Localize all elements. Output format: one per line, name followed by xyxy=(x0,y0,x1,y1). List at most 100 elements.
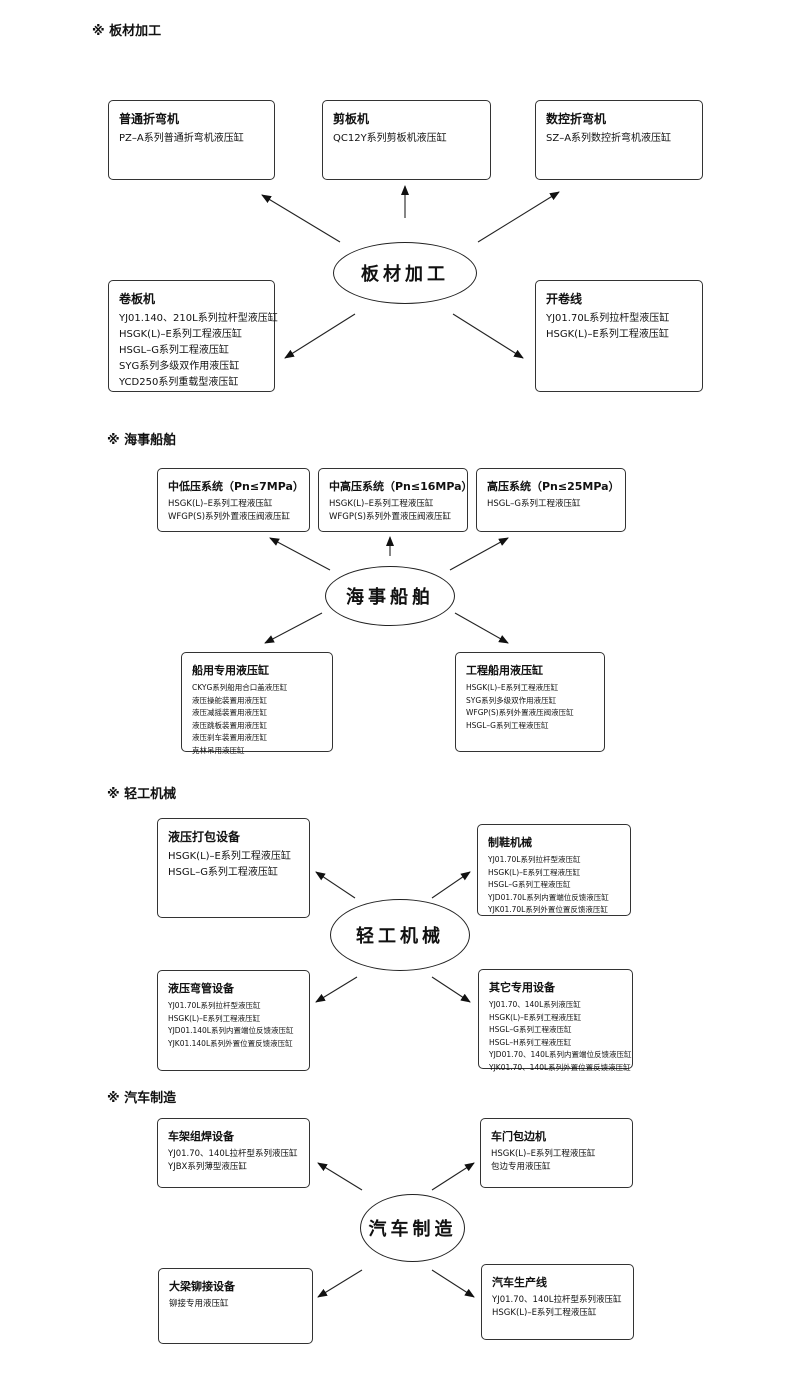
category-title: 剪板机 xyxy=(333,112,370,126)
connector-arrow xyxy=(317,1269,363,1298)
category-item: HSGK(L)–E系列工程液压缸 xyxy=(119,329,242,340)
category-box: 其它专用设备 YJ01.70、140L系列液压缸 HSGK(L)–E系列工程液压缸 H… xyxy=(478,969,633,1072)
category-title: 普通折弯机 xyxy=(119,112,180,126)
category-item: WFGP(S)系列外置液压阀液压缸 xyxy=(168,512,291,522)
section-title: ※ 板材加工 xyxy=(92,24,162,39)
category-box: 中低压系统（Pn≤7MPa） HSGK(L)–E系列工程液压缸 WFGP(S)系列外… xyxy=(157,468,310,532)
connector-arrow xyxy=(269,537,331,571)
category-item: SZ–A系列数控折弯机液压缸 xyxy=(546,133,672,144)
category-box: 开卷线 YJ01.70L系列拉杆型液压缸 HSGK(L)–E系列工程液压缸 xyxy=(535,280,703,392)
hub-ellipse: 海事船舶 xyxy=(325,566,455,626)
category-item: HSGK(L)–E系列工程液压缸 xyxy=(546,329,669,340)
category-item: YJD01.140L系列内置端位反馈液压缸 xyxy=(168,1026,294,1035)
connector-arrow xyxy=(284,313,356,359)
category-item: HSGL–H系列工程液压缸 xyxy=(489,1037,572,1047)
category-item: HSGK(L)–E系列工程液压缸 xyxy=(491,1149,596,1159)
connector-arrow xyxy=(317,1162,363,1191)
category-item: HSGL–G系列工程液压缸 xyxy=(466,720,549,730)
category-item: HSGK(L)–E系列工程液压缸 xyxy=(168,499,273,509)
category-item: 液压刹车装置用液压缸 xyxy=(192,733,267,742)
category-item: YJ01.70L系列拉杆型液压缸 xyxy=(546,313,670,324)
category-title: 中高压系统（Pn≤16MPa） xyxy=(329,480,473,493)
category-title: 其它专用设备 xyxy=(489,981,555,994)
category-item: CKYG系列船用合口盖液压缸 xyxy=(192,683,288,692)
connector-arrow xyxy=(315,871,356,899)
category-item: QC12Y系列剪板机液压缸 xyxy=(333,133,447,144)
category-item: 包边专用液压缸 xyxy=(491,1162,551,1172)
category-title: 制鞋机械 xyxy=(488,836,532,849)
category-item: YJBX系列薄型液压缸 xyxy=(168,1162,247,1172)
connector-arrow xyxy=(431,1162,475,1191)
category-item: YJK01.70、140L系列外置位置反馈液压缸 xyxy=(489,1062,631,1072)
category-item: YJD01.70L系列内置端位反馈液压缸 xyxy=(488,892,609,902)
section-title: ※ 汽车制造 xyxy=(107,1091,177,1106)
category-item: HSGK(L)–E系列工程液压缸 xyxy=(168,1013,261,1023)
category-box: 液压弯管设备 YJ01.70L系列拉杆型液压缸 HSGK(L)–E系列工程液压缸 YJ… xyxy=(157,970,310,1071)
category-title: 工程船用液压缸 xyxy=(466,664,543,677)
category-box: 普通折弯机 PZ–A系列普通折弯机液压缸 xyxy=(108,100,275,180)
category-title: 液压弯管设备 xyxy=(168,982,234,995)
category-item: YJ01.140、210L系列拉杆型液压缸 xyxy=(119,313,278,324)
category-box: 制鞋机械 YJ01.70L系列拉杆型液压缸 HSGK(L)–E系列工程液压缸 HSGL… xyxy=(477,824,631,916)
category-item: HSGK(L)–E系列工程液压缸 xyxy=(329,499,434,509)
category-title: 液压打包设备 xyxy=(168,830,241,844)
category-item: HSGK(L)–E系列工程液压缸 xyxy=(488,867,581,877)
category-box: 车门包边机 HSGK(L)–E系列工程液压缸包边专用液压缸 xyxy=(480,1118,633,1188)
category-item: HSGL–G系列工程液压缸 xyxy=(487,499,581,509)
category-item: YJ01.70L系列拉杆型液压缸 xyxy=(488,855,581,864)
section-title: ※ 轻工机械 xyxy=(107,787,177,802)
category-item: YJ01.70L系列拉杆型液压缸 xyxy=(168,1001,261,1010)
category-title: 汽车生产线 xyxy=(492,1276,547,1289)
category-item: HSGK(L)–E系列工程液压缸 xyxy=(168,851,291,862)
connector-arrow xyxy=(431,976,471,1003)
category-item: 液压跳板装置用液压缸 xyxy=(192,720,267,730)
category-box: 剪板机 QC12Y系列剪板机液压缸 xyxy=(322,100,491,180)
category-item: 液压减摇装置用液压缸 xyxy=(192,708,267,717)
category-title: 车门包边机 xyxy=(491,1130,546,1143)
category-item: 克林吊用液压缸 xyxy=(192,745,245,755)
category-item: SYG系列多级双作用液压缸 xyxy=(119,361,240,372)
connector-arrow xyxy=(477,191,560,243)
category-item: WFGP(S)系列外置液压阀液压缸 xyxy=(329,512,452,522)
category-item: HSGL–G系列工程液压缸 xyxy=(489,1025,572,1034)
category-title: 大梁铆接设备 xyxy=(169,1280,235,1293)
hub-ellipse: 板材加工 xyxy=(333,242,477,304)
category-item: 铆接专用液压缸 xyxy=(169,1299,229,1309)
category-item: YCD250系列重载型液压缸 xyxy=(119,377,239,388)
hub-ellipse: 汽车制造 xyxy=(360,1194,465,1262)
connector-arrow xyxy=(315,976,358,1003)
connector-arrow xyxy=(431,871,471,899)
hub-ellipse: 轻工机械 xyxy=(330,899,470,971)
category-title: 开卷线 xyxy=(546,292,583,306)
connector-arrow xyxy=(452,313,524,359)
category-box: 中高压系统（Pn≤16MPa） HSGK(L)–E系列工程液压缸 WFGP(S)系列… xyxy=(318,468,473,532)
category-item: HSGK(L)–E系列工程液压缸 xyxy=(492,1308,597,1318)
category-item: YJK01.70L系列外置位置反馈液压缸 xyxy=(488,905,608,914)
connector-arrow xyxy=(449,537,509,571)
category-item: HSGL–G系列工程液压缸 xyxy=(119,345,229,356)
category-title: 船用专用液压缸 xyxy=(192,664,269,677)
category-item: PZ–A系列普通折弯机液压缸 xyxy=(119,133,244,144)
category-box: 高压系统（Pn≤25MPa）HSGL–G系列工程液压缸 xyxy=(476,468,626,532)
category-title: 数控折弯机 xyxy=(546,112,607,126)
category-box: 大梁铆接设备铆接专用液压缸 xyxy=(158,1268,313,1344)
category-item: YJ01.70、140L拉杆型系列液压缸 xyxy=(492,1295,622,1305)
connector-arrow xyxy=(264,612,323,644)
category-item: WFGP(S)系列外置液压阀液压缸 xyxy=(466,708,574,717)
connector-arrow xyxy=(454,612,509,644)
section-title: ※ 海事船舶 xyxy=(107,433,177,448)
category-item: HSGL–G系列工程液压缸 xyxy=(488,880,571,889)
category-box: 汽车生产线 YJ01.70、140L拉杆型系列液压缸 HSGK(L)–E系列工程液压… xyxy=(481,1264,634,1340)
category-box: 数控折弯机 SZ–A系列数控折弯机液压缸 xyxy=(535,100,703,180)
connector-arrow xyxy=(261,194,341,243)
category-item: HSGK(L)–E系列工程液压缸 xyxy=(489,1012,582,1022)
category-title: 中低压系统（Pn≤7MPa） xyxy=(168,480,304,493)
category-item: YJ01.70、140L拉杆型系列液压缸 xyxy=(168,1149,298,1159)
category-item: HSGK(L)–E系列工程液压缸 xyxy=(466,683,559,692)
category-item: YJ01.70、140L系列液压缸 xyxy=(489,1000,581,1009)
